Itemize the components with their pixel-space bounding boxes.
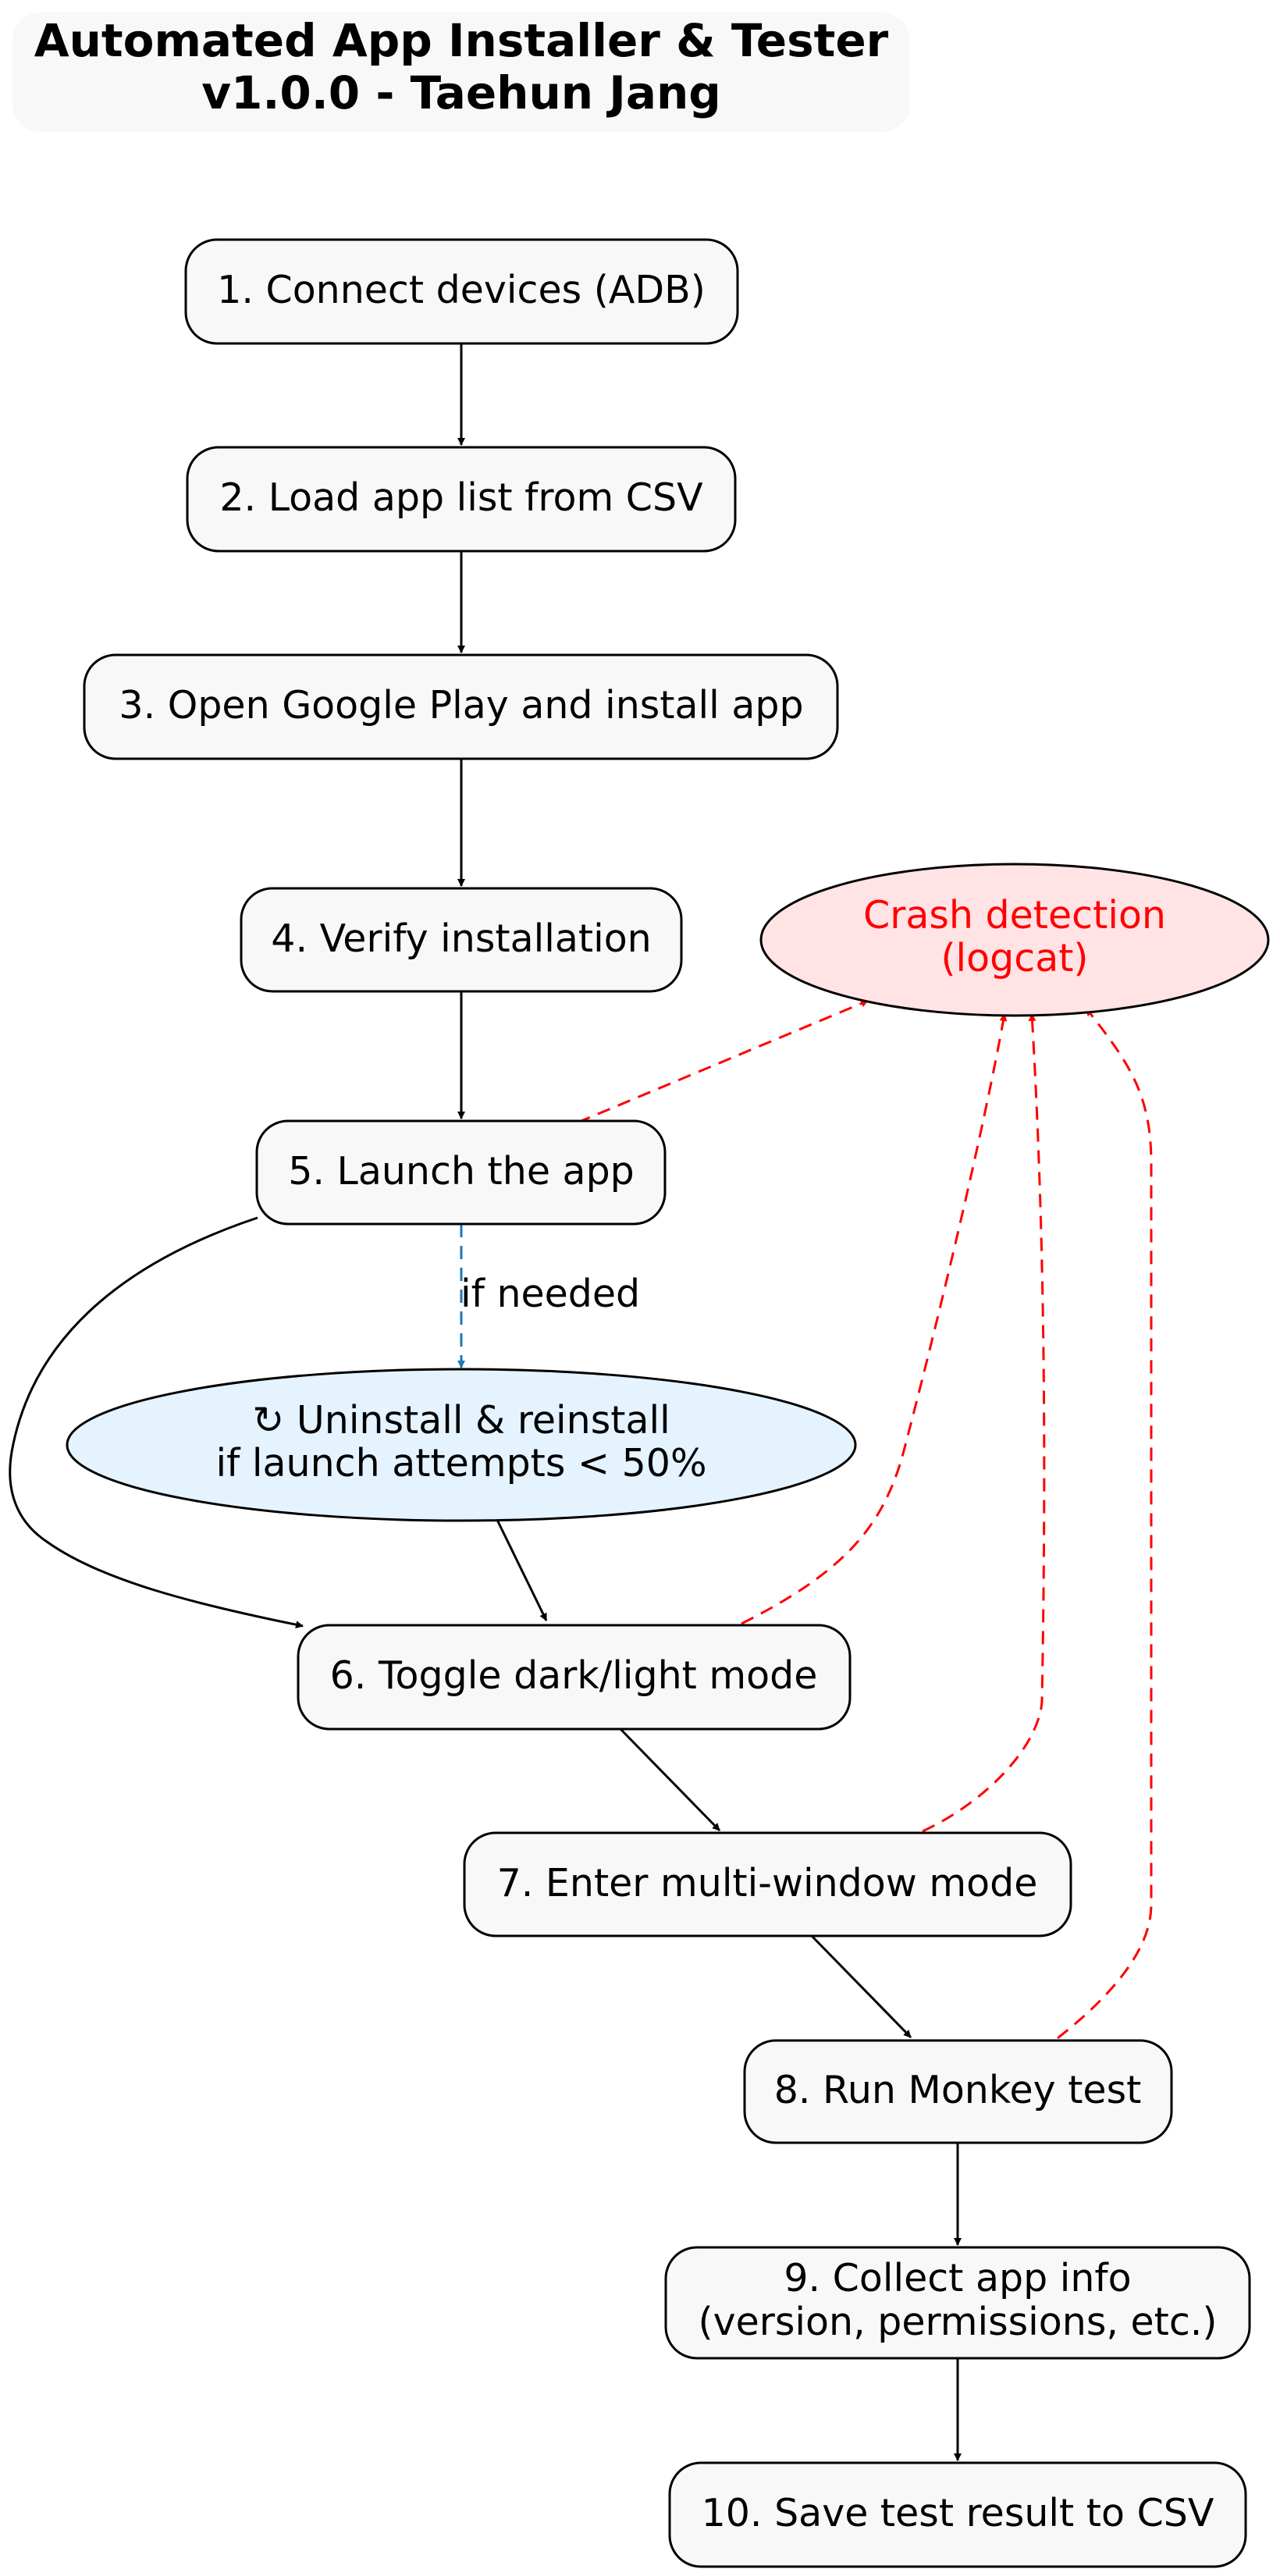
flow-edges [9,343,962,2461]
step-9: 9. Collect app info (version, permission… [664,2246,1251,2360]
edge-6-crash [741,1013,1008,1625]
step-2: 2. Load app list from CSV [186,446,737,553]
edge-7-crash [922,1013,1046,1833]
step-1: 1. Connect devices (ADB) [184,238,739,345]
reinstall-label-line-1: ↻ Uninstall & reinstall [252,1398,670,1443]
edge-5-6 [9,1216,304,1629]
step-7: 7. Enter multi-window mode [463,1831,1072,1937]
edge-reinstall-6 [495,1517,548,1621]
step-1-label: 1. Connect devices (ADB) [217,268,706,312]
step-9-label-line-1: 9. Collect app info [784,2256,1131,2300]
step-2-label: 2. Load app list from CSV [219,475,703,520]
step-4: 4. Verify installation [240,887,683,993]
edge-7-8 [810,1934,912,2039]
step-5-label: 5. Launch the app [288,1149,635,1194]
step-4-label: 4. Verify installation [271,916,651,961]
crash-detection-label-line-2: (logcat) [940,936,1088,980]
edge-8-crash [1057,1008,1153,2040]
edge-label-if-needed: if needed [460,1272,640,1316]
step-6: 6. Toggle dark/light mode [297,1624,852,1731]
step-10-label: 10. Save test result to CSV [702,2491,1214,2535]
title-line-1: Automated App Installer & Tester [34,14,889,67]
step-7-label: 7. Enter multi-window mode [497,1861,1038,1905]
step-3-label: 3. Open Google Play and install app [119,683,803,728]
step-10: 10. Save test result to CSV [668,2461,1247,2568]
crash-edges [577,999,1153,2040]
reinstall-node: ↻ Uninstall & reinstall if launch attemp… [66,1368,857,1522]
edge-5-crash [577,999,869,1124]
step-5: 5. Launch the app [255,1119,667,1226]
step-8-label: 8. Run Monkey test [774,2068,1142,2112]
edge-6-7 [619,1727,721,1832]
diagram-title: Automated App Installer & Tester v1.0.0 … [12,12,910,132]
title-line-2: v1.0.0 - Taehun Jang [201,66,721,119]
reinstall-label-line-2: if launch attempts < 50% [215,1441,706,1485]
step-3: 3. Open Google Play and install app [83,653,839,760]
step-6-label: 6. Toggle dark/light mode [330,1653,818,1698]
crash-detection-label-line-1: Crash detection [863,893,1166,938]
step-9-label-line-2: (version, permissions, etc.) [699,2300,1218,2344]
crash-detection-node: Crash detection (logcat) [759,863,1270,1017]
step-8: 8. Run Monkey test [743,2039,1173,2144]
